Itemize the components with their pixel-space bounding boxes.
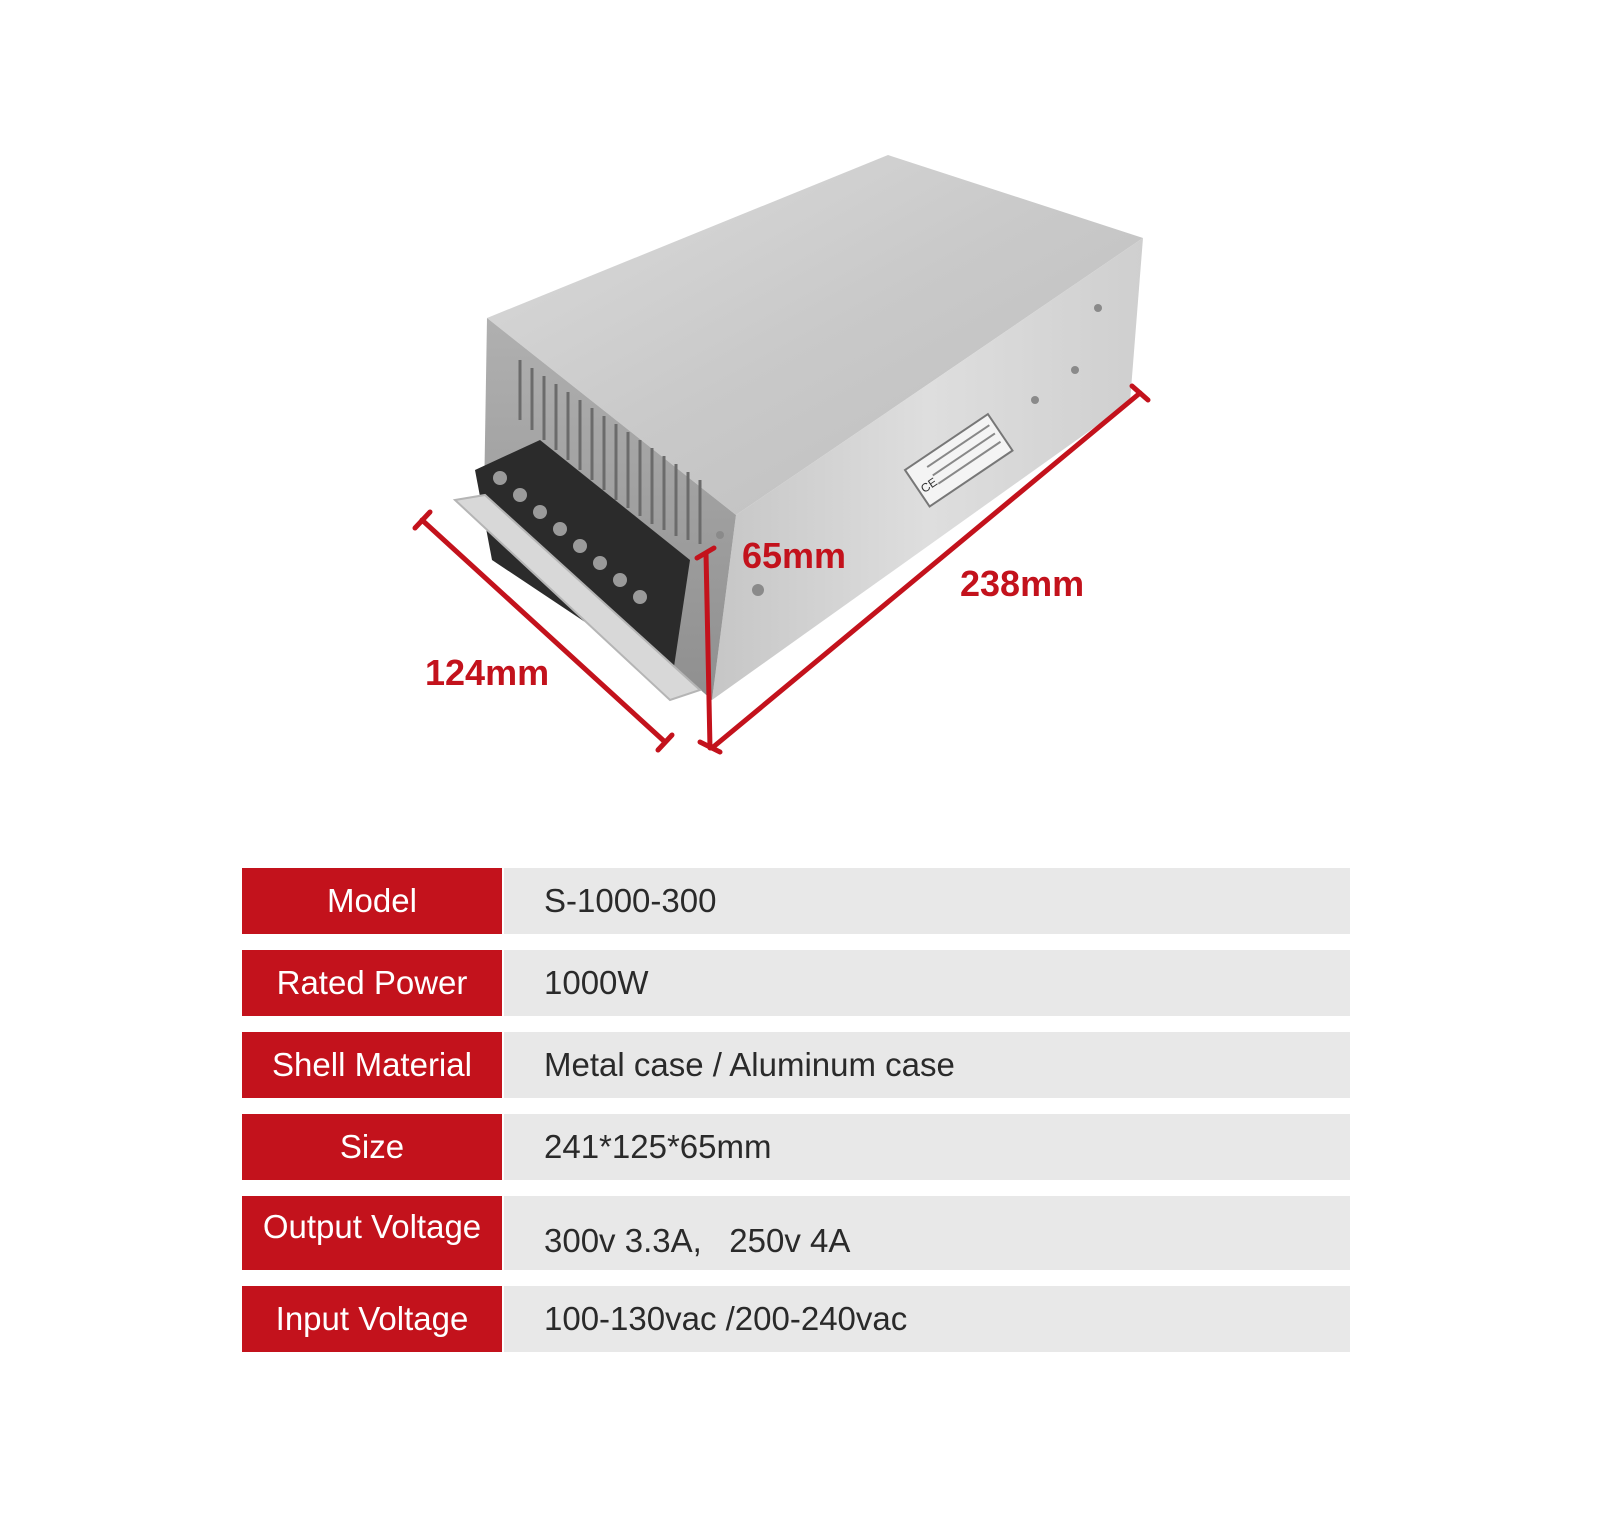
spec-label-sticker: CE bbox=[903, 412, 1014, 508]
spec-value: 100-130vac /200-240vac bbox=[504, 1286, 1350, 1352]
spec-table: Model S-1000-300 Rated Power 1000W Shell… bbox=[242, 868, 1350, 1368]
length-dimension-label: 238mm bbox=[960, 563, 1085, 604]
spec-row-output-voltage: Output Voltage 300v 3.3A, 250v 4A bbox=[242, 1196, 1350, 1270]
dimension-lines bbox=[412, 383, 1151, 755]
length-dimension-line bbox=[709, 390, 1143, 751]
spec-row-input-voltage: Input Voltage 100-130vac /200-240vac bbox=[242, 1286, 1350, 1352]
spec-value: S-1000-300 bbox=[504, 868, 1350, 934]
terminal-screws bbox=[493, 471, 647, 604]
height-dimension-label: 65mm bbox=[742, 535, 847, 576]
spec-label: Model bbox=[242, 868, 502, 934]
depth-dimension-label: 124mm bbox=[425, 652, 550, 693]
spec-value: 1000W bbox=[504, 950, 1350, 1016]
spec-row-shell-material: Shell Material Metal case / Aluminum cas… bbox=[242, 1032, 1350, 1098]
spec-row-model: Model S-1000-300 bbox=[242, 868, 1350, 934]
spec-value: Metal case / Aluminum case bbox=[504, 1032, 1350, 1098]
spec-row-rated-power: Rated Power 1000W bbox=[242, 950, 1350, 1016]
vent-slots bbox=[518, 360, 702, 544]
mounting-flange bbox=[452, 493, 702, 702]
spec-label: Input Voltage bbox=[242, 1286, 502, 1352]
side-screw-holes bbox=[716, 304, 1102, 596]
spec-value: 300v 3.3A, 250v 4A bbox=[504, 1196, 1350, 1270]
depth-dimension-line bbox=[419, 517, 668, 745]
spec-label: Rated Power bbox=[242, 950, 502, 1016]
case-top-face bbox=[487, 155, 1143, 515]
spec-label: Size bbox=[242, 1114, 502, 1180]
spec-value: 241*125*65mm bbox=[504, 1114, 1350, 1180]
spec-label: Shell Material bbox=[242, 1032, 502, 1098]
spec-row-size: Size 241*125*65mm bbox=[242, 1114, 1350, 1180]
power-supply-illustration: CE bbox=[412, 155, 1151, 755]
height-dimension-line bbox=[703, 550, 713, 751]
terminal-block bbox=[475, 440, 690, 680]
spec-label: Output Voltage bbox=[242, 1196, 502, 1270]
